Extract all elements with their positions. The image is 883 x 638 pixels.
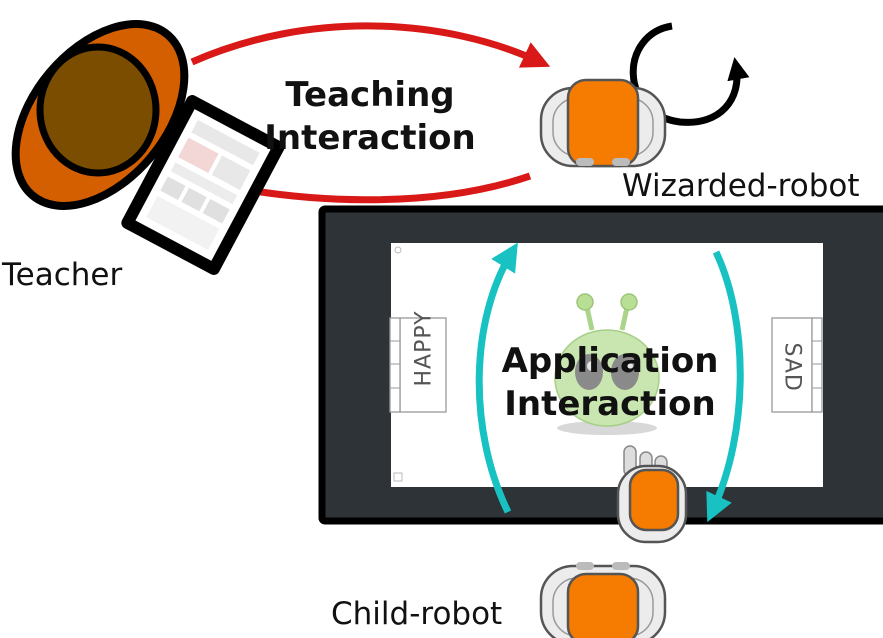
teacher-figure [11,20,189,210]
teaching-interaction-label: Teaching Interaction [260,74,480,159]
alien-character-icon[interactable] [554,293,660,435]
corner-icon [393,472,403,482]
corner-icon [394,246,402,254]
happy-button[interactable] [389,317,447,413]
red-arrow-top [190,22,551,68]
teaching-line2: Interaction [264,117,476,158]
teacher-head [36,43,160,177]
teaching-line1: Teaching [285,75,455,115]
application-line1: Application [501,341,719,381]
tablet-device-icon[interactable] [119,93,287,277]
application-interaction-arrows [475,242,744,523]
teacher-label: Teacher [2,257,123,293]
wizarded-robot-icon [539,78,667,168]
cyan-arrow-left [475,242,518,514]
sad-button[interactable] [771,317,823,413]
rotation-arrow-icon [629,22,750,126]
application-interaction-label: Application Interaction [490,340,730,425]
cyan-arrow-right [706,250,744,523]
happy-button-label: HAPPY [411,310,437,387]
child-robot-label: Child-robot [331,596,503,632]
child-robot-on-table-icon[interactable] [616,464,688,544]
sad-button-label: SAD [779,342,805,392]
wizarded-robot-label: Wizarded-robot [622,168,860,204]
application-line2: Interaction [504,383,716,424]
child-robot-icon [539,562,667,638]
